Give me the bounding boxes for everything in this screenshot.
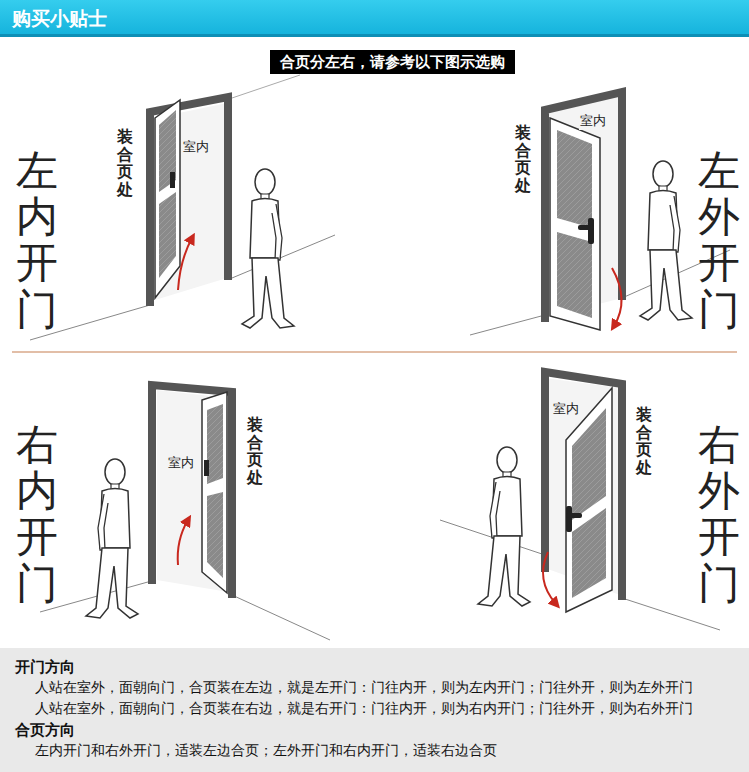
hinge-label: 装合页处 [117, 128, 133, 198]
notice-box: 合页分左右，请参考以下图示选购 [270, 50, 515, 74]
rule-text: 左内开门和右外开门，适装左边合页；左外开门和右内开门，适装右边合页 [15, 740, 734, 761]
indoor-label: 室内 [579, 112, 607, 130]
page-title: 购买小贴士 [12, 6, 107, 32]
header-bar [0, 0, 749, 36]
notice-text: 合页分左右，请参考以下图示选购 [280, 52, 505, 72]
door-type: 右外开门 [698, 422, 740, 607]
section-heading: 合页方向 [15, 719, 734, 740]
hinge-label: 装合页处 [247, 416, 263, 486]
header-stripe [0, 34, 749, 37]
info-panel: 开门方向人站在室外，面朝向门，合页装在左边，就是左开门：门往内开，则为左内开门；… [0, 648, 749, 772]
section-heading: 开门方向 [15, 656, 734, 677]
hinge-label: 装合页处 [636, 406, 652, 476]
indoor-label: 室内 [182, 138, 210, 156]
indoor-label: 室内 [167, 454, 195, 472]
indoor-label: 室内 [552, 400, 580, 418]
door-type: 左内开门 [16, 148, 58, 333]
rule-text: 人站在室外，面朝向门，合页装在右边，就是右开门：门往内开，则为右内开门；门往外开… [15, 698, 734, 719]
hinge-label: 装合页处 [515, 124, 531, 194]
door-type: 右内开门 [16, 422, 58, 607]
rule-text: 人站在室外，面朝向门，合页装在左边，就是左开门：门往内开，则为左内开门；门往外开… [15, 677, 734, 698]
door-type: 左外开门 [698, 148, 740, 333]
